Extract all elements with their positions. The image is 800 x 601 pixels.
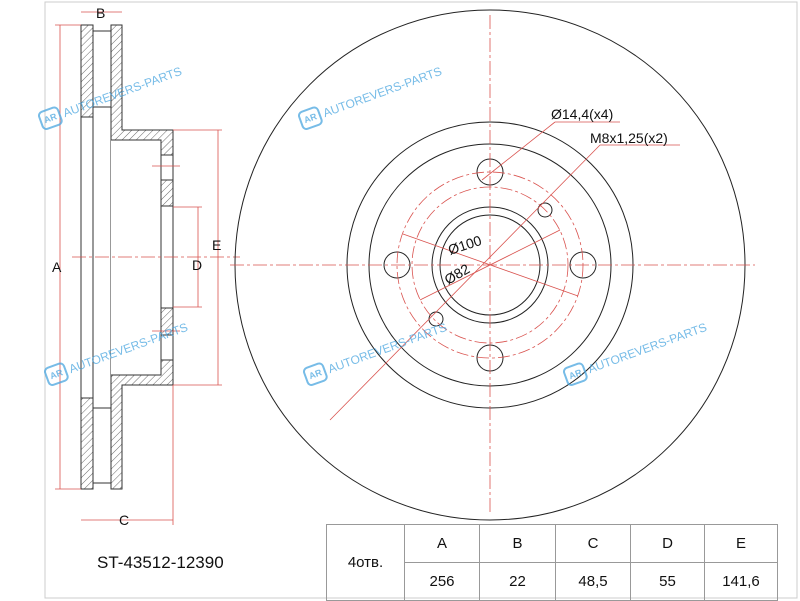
- pcd-annotation: Ø100: [446, 232, 484, 258]
- label-d: D: [192, 257, 202, 273]
- header-d: D: [630, 524, 705, 563]
- center-bore-annotation: Ø82: [442, 260, 473, 287]
- thread-hole: [537, 202, 553, 218]
- dimensions-table: 4отв. A B C D E 256 22 48,5 55 141,6: [326, 524, 778, 601]
- label-e: E: [212, 237, 221, 253]
- bolt-hole-annotation: Ø14,4(x4): [551, 106, 613, 122]
- holes-count: 4отв.: [326, 524, 405, 601]
- value-e: 141,6: [704, 562, 778, 601]
- value-c: 48,5: [555, 562, 631, 601]
- part-number: ST-43512-12390: [97, 553, 224, 572]
- value-d: 55: [630, 562, 705, 601]
- front-dimensions: [230, 15, 755, 515]
- side-dimensions: [55, 11, 240, 525]
- label-c: C: [119, 512, 129, 528]
- header-e: E: [704, 524, 778, 563]
- value-b: 22: [479, 562, 556, 601]
- label-b: B: [96, 5, 105, 21]
- header-b: B: [479, 524, 556, 563]
- label-a: A: [52, 259, 62, 275]
- value-a: 256: [404, 562, 480, 601]
- header-a: A: [404, 524, 480, 563]
- thread-hole-annotation: M8x1,25(x2): [590, 130, 668, 146]
- header-c: C: [555, 524, 631, 563]
